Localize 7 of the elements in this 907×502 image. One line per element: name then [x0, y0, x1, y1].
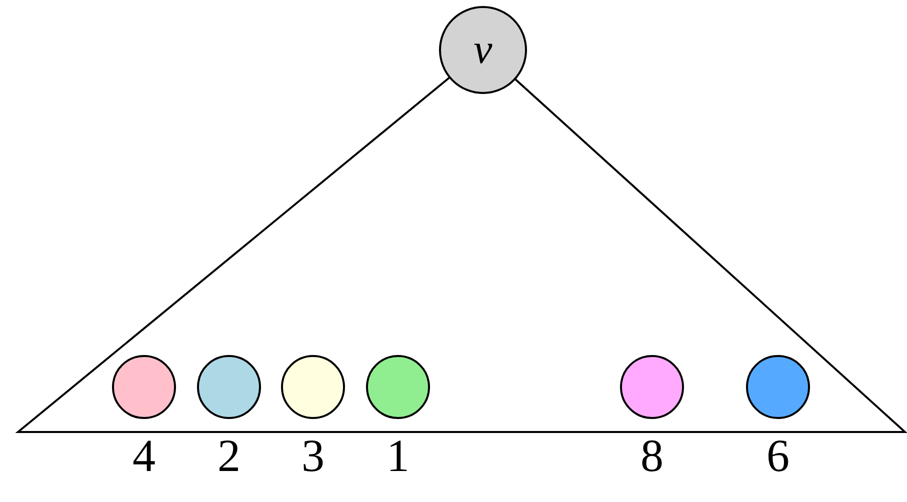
node-label: v [474, 29, 492, 71]
number-label: 2 [216, 433, 242, 479]
number-label: 6 [766, 433, 790, 479]
number-label: 3 [300, 433, 326, 479]
number-label: 4 [132, 433, 156, 479]
number-label: 1 [386, 433, 410, 479]
number-label: 8 [640, 433, 664, 479]
